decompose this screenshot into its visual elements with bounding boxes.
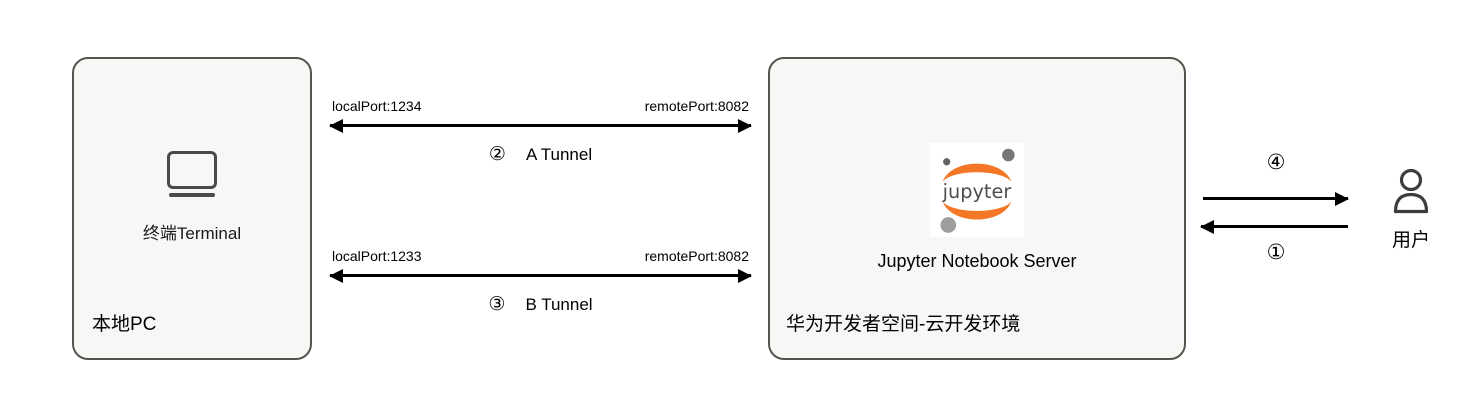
jupyter-logo-icon: jupyter [930, 143, 1024, 237]
tunnel-b-local-port: localPort:1233 [332, 248, 422, 264]
terminal-monitor-icon [164, 151, 220, 197]
tunnel-a: localPort:1234 remotePort:8082 ② A Tunnel [330, 98, 751, 166]
tunnel-b-arrow [330, 274, 751, 277]
tunnel-b-step-badge: ③ [488, 294, 506, 315]
cloud-env-box: jupyter Jupyter Notebook Server 华为开发者空间-… [768, 57, 1186, 360]
from-user-arrow [1201, 225, 1348, 228]
user-group: 用户 [1382, 167, 1440, 252]
local-pc-box: 终端Terminal 本地PC [72, 57, 312, 360]
tunnel-a-caption: ② A Tunnel [330, 143, 751, 166]
step-4-badge: ④ [1266, 151, 1286, 174]
terminal-label: 终端Terminal [142, 224, 242, 243]
user-label: 用户 [1391, 230, 1430, 251]
tunnel-b-caption: ③ B Tunnel [330, 293, 751, 316]
jupyter-logo-text: jupyter [942, 180, 1012, 203]
tunnel-a-remote-port: remotePort:8082 [644, 98, 749, 114]
tunnel-b: localPort:1233 remotePort:8082 ③ B Tunnel [330, 248, 751, 316]
local-pc-label: 本地PC [92, 314, 157, 335]
monitor-base [169, 193, 215, 197]
monitor-screen [167, 151, 217, 189]
tunnel-a-step-badge: ② [488, 144, 506, 165]
user-icon [1393, 168, 1429, 214]
tunnel-b-remote-port: remotePort:8082 [644, 248, 749, 264]
to-user-arrow [1203, 197, 1348, 200]
tunnel-a-arrow [330, 124, 751, 127]
tunnel-a-name: A Tunnel [525, 145, 593, 164]
cloud-env-label: 华为开发者空间-云开发环境 [786, 314, 1021, 335]
step-1-badge: ① [1266, 241, 1286, 264]
tunnel-a-local-port: localPort:1234 [332, 98, 422, 114]
jupyter-server-label: Jupyter Notebook Server [877, 251, 1077, 271]
tunnel-b-name: B Tunnel [525, 295, 593, 314]
